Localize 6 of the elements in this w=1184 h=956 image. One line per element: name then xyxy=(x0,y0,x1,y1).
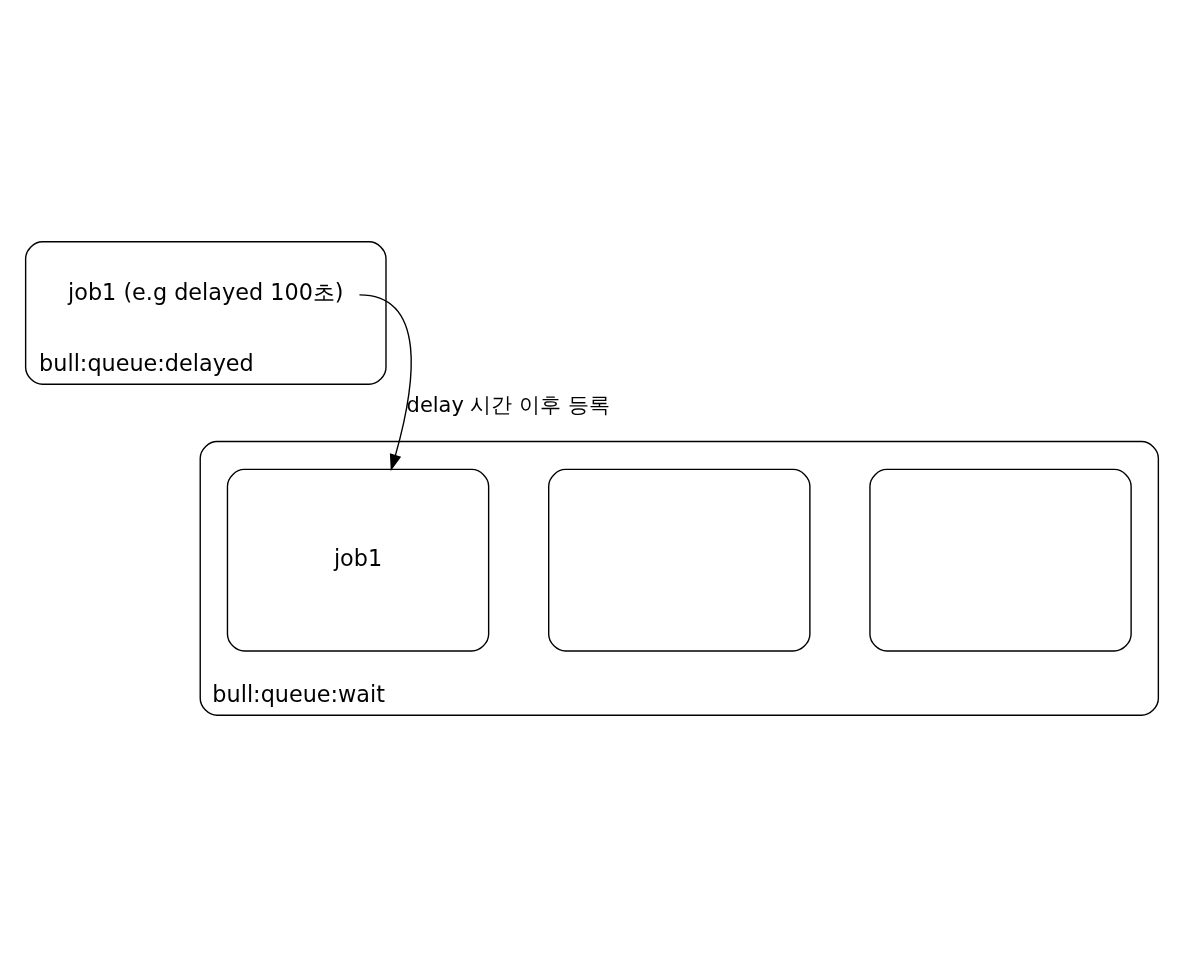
edge-label: delay 시간 이후 등록 xyxy=(406,392,610,417)
node-box xyxy=(869,468,1132,652)
arrow xyxy=(358,293,412,471)
node-box: job1 xyxy=(226,468,490,652)
node-box xyxy=(548,468,811,652)
node-text: job1 (e.g delayed 100초) xyxy=(68,278,344,305)
